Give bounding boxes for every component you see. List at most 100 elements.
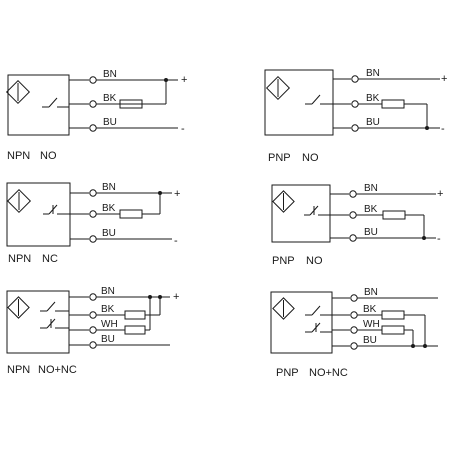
resistor-icon [381, 310, 405, 320]
sensor-mode: PNP [276, 367, 299, 379]
wire-label: BK [364, 204, 378, 215]
wire-bu: BU [330, 227, 436, 242]
resistor-icon [382, 210, 406, 220]
sensor-mode: PNP [272, 255, 295, 267]
wire-label: BK [102, 203, 116, 214]
polarity-plus: + [441, 73, 447, 85]
polarity-plus: + [174, 188, 180, 200]
switch-nc-icon [304, 205, 330, 216]
wire-bu: BU [70, 228, 172, 243]
diagram-npn-no-nc: BN BK WH BU + [6, 286, 179, 376]
wire-bn: BN [330, 183, 436, 198]
bus-connections [411, 315, 427, 348]
wire-label: BU [101, 334, 115, 345]
wire-label: BU [364, 227, 378, 238]
wire-label: BK [101, 304, 115, 315]
sensor-symbol-icon [5, 79, 31, 105]
sensor-mode: PNP [268, 152, 291, 164]
wire-label: BN [366, 68, 380, 79]
polarity-plus: + [173, 291, 179, 303]
sensor-body [271, 184, 331, 243]
sensor-mode: NPN [7, 364, 30, 376]
wire-bu: BU [333, 117, 440, 132]
wire-label: BK [366, 93, 380, 104]
wire-bu: BU [69, 117, 178, 132]
wire-label: WH [101, 319, 118, 330]
sensor-body [6, 290, 70, 354]
contact-type: NC [42, 253, 58, 265]
sensor-symbol-icon [272, 190, 295, 213]
diagram-pnp-no: BN BK BU + - PNP NO [264, 68, 447, 164]
wire-bn: BN [333, 68, 440, 83]
polarity-minus: - [441, 123, 445, 135]
wire-bu: BU [332, 335, 438, 350]
wire-label: BK [363, 304, 377, 315]
wire-bn: BN [332, 287, 438, 302]
polarity-minus: - [174, 235, 178, 247]
resistor-icon [124, 325, 146, 335]
wire-bn: BN [69, 286, 170, 301]
switch-nc-icon [305, 322, 332, 333]
resistor-icon [119, 99, 143, 109]
junction-dot [158, 191, 162, 195]
switch-no-icon [40, 301, 69, 312]
diagram-pnp-no-nc: BN BK WH BU PN [270, 287, 438, 379]
polarity-plus: + [181, 74, 187, 86]
wire-label: BN [103, 69, 117, 80]
wire-label: BN [364, 183, 378, 194]
wire-bk: BK [333, 93, 429, 130]
wire-label: BK [103, 93, 117, 104]
sensor-symbol-icon [6, 188, 32, 214]
contact-type: NO [302, 152, 319, 164]
sensor-body [270, 291, 333, 354]
switch-no-icon [305, 305, 332, 316]
sensor-symbol-icon [7, 296, 30, 319]
switch-no-icon [42, 97, 69, 108]
wire-bk: BK [332, 304, 425, 320]
wire-label: BN [364, 287, 378, 298]
wire-label: WH [363, 319, 380, 330]
resistor-icon [124, 310, 146, 320]
contact-type: NO [40, 150, 57, 162]
resistor-icon [381, 99, 405, 109]
switch-nc-icon [40, 318, 69, 329]
wire-label: BU [102, 228, 116, 239]
sensor-symbol-icon [272, 297, 295, 320]
wire-label: BU [103, 117, 117, 128]
junction-dot [164, 78, 168, 82]
bus-connections [148, 295, 162, 330]
polarity-plus: + [437, 188, 443, 200]
sensor-symbol-icon [265, 75, 291, 101]
wire-label: BN [101, 286, 115, 297]
diagram-npn-no: BN BK BU + - NPN NO [5, 69, 187, 162]
sensor-mode: NPN [7, 150, 30, 162]
contact-type: NO+NC [38, 364, 77, 376]
wire-label: BU [366, 117, 380, 128]
wire-bk: BK [70, 191, 162, 219]
sensor-body [7, 74, 70, 136]
wire-bk: BK [69, 78, 168, 109]
polarity-minus: - [437, 233, 441, 245]
sensor-mode: NPN [8, 253, 31, 265]
wire-bu: BU [69, 334, 170, 349]
wire-bn: BN [70, 182, 172, 197]
diagram-pnp-no-2: BN BK BU + - PNP NO [271, 183, 443, 267]
diagram-npn-nc: BN BK BU + - NPN NC [6, 182, 180, 265]
switch-nc-icon [43, 204, 70, 215]
resistor-icon [119, 209, 143, 219]
wire-bk: BK [330, 204, 426, 240]
wire-label: BU [363, 335, 377, 346]
contact-type: NO [306, 255, 323, 267]
sensor-body [264, 69, 334, 136]
wire-wh: WH [332, 319, 413, 335]
wire-bn: BN [69, 69, 178, 84]
wire-wh: WH [69, 319, 150, 335]
contact-type: NO+NC [309, 367, 348, 379]
polarity-minus: - [181, 123, 185, 135]
resistor-icon [381, 325, 405, 335]
wire-label: BN [102, 182, 116, 193]
wire-bk: BK [69, 304, 160, 320]
switch-no-icon [305, 94, 333, 105]
